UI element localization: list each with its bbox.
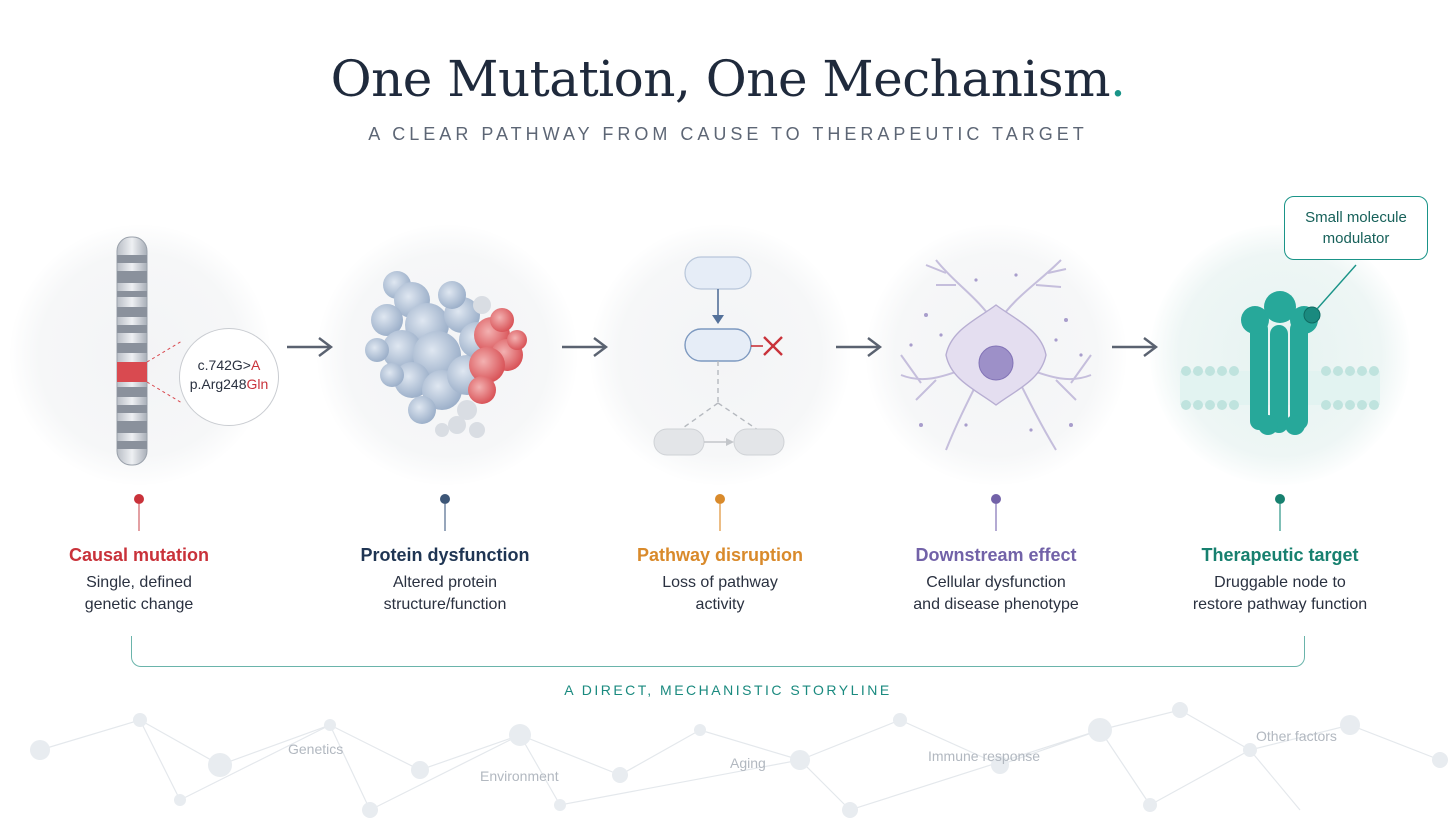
page-title: One Mutation, One Mechanism. <box>330 50 1126 108</box>
pin-causal-mutation <box>133 494 145 534</box>
arrow-right-icon <box>287 337 333 357</box>
blocked-x-icon <box>763 336 783 356</box>
step-title: Downstream effect <box>915 545 1077 565</box>
pin-pathway-disruption <box>714 494 726 534</box>
arrow-right-icon <box>1112 337 1158 357</box>
membrane-channel-icon <box>1180 264 1380 435</box>
pin-downstream-effect <box>990 494 1002 534</box>
protein-structure-icon <box>365 271 527 438</box>
chromosome-icon <box>116 236 183 466</box>
pin-protein-dysfunction <box>439 494 451 534</box>
storyline-label: A DIRECT, MECHANISTIC STORYLINE <box>564 682 892 698</box>
mutation-callout: c.742G>A p.Arg248Gln <box>179 328 279 426</box>
step-title: Pathway disruption <box>636 545 804 565</box>
background-network <box>30 702 1448 818</box>
storyline-bracket <box>131 636 1305 667</box>
arrow-right-icon <box>562 337 608 357</box>
pathway-diagram-icon <box>653 256 785 456</box>
stage-downstream-effect <box>866 225 1126 485</box>
factor-label: Immune response <box>928 748 1041 764</box>
page-subtitle: A CLEAR PATHWAY FROM CAUSE TO THERAPEUTI… <box>368 124 1088 144</box>
arrow-right-icon <box>836 337 882 357</box>
stage-pathway-disruption <box>590 225 850 485</box>
factor-label: Other factors <box>1256 728 1337 744</box>
pin-therapeutic-target <box>1274 494 1286 534</box>
step-title: Therapeutic target <box>1201 545 1359 565</box>
neuron-cell-icon <box>900 259 1092 451</box>
factor-label: Aging <box>730 755 766 771</box>
modulator-callout: Small molecule modulator <box>1284 196 1428 260</box>
factor-label: Genetics <box>288 741 344 757</box>
protein-change: p.Arg248Gln <box>189 376 269 392</box>
step-title: Causal mutation <box>68 545 210 565</box>
stage-protein-dysfunction <box>317 225 577 485</box>
stage-therapeutic-target <box>1150 225 1410 485</box>
step-title: Protein dysfunction <box>360 545 530 565</box>
title-accent-dot: . <box>1110 50 1126 108</box>
cdna-change: c.742G>A <box>197 357 261 373</box>
factor-label: Environment <box>480 768 559 784</box>
